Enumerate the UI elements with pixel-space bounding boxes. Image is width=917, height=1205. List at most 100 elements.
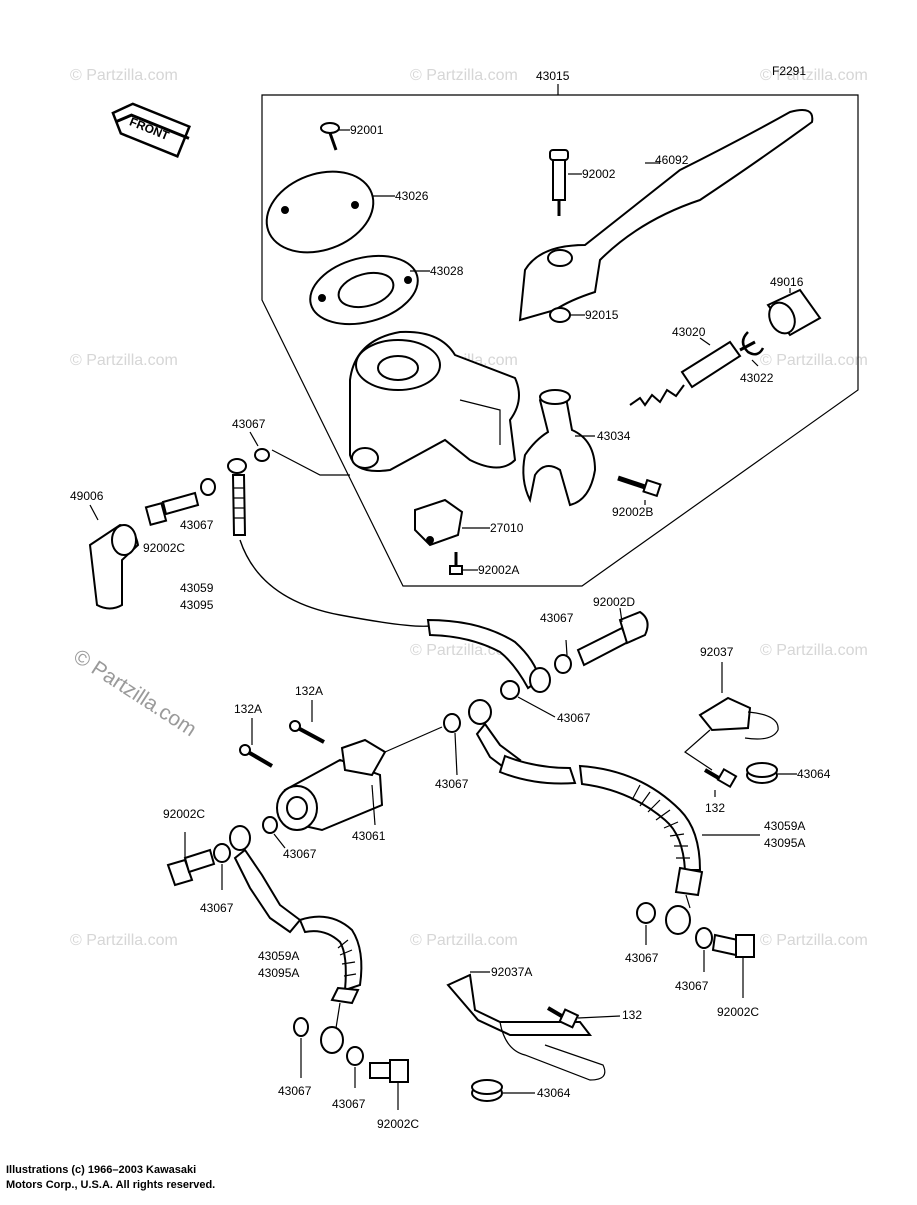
- label-49006: 49006: [70, 489, 104, 503]
- bolt-132-icon: [703, 767, 738, 789]
- label-43061: 43061: [352, 829, 386, 843]
- label-43067-cylinder: 43067: [283, 847, 317, 861]
- label-43059A-right: 43059A: [764, 819, 805, 833]
- watermark: © Partzilla.com: [410, 67, 518, 84]
- bleeder-cap-icon: [88, 523, 140, 610]
- label-92037: 92037: [700, 645, 734, 659]
- label-43067-left: 43067: [200, 901, 234, 915]
- label-43020: 43020: [672, 325, 706, 339]
- label-43095-top: 43095: [180, 598, 214, 612]
- washer-icon: [200, 478, 216, 496]
- copyright-line-2: Motors Corp., U.S.A. All rights reserved…: [6, 1179, 216, 1191]
- label-92001: 92001: [350, 123, 384, 137]
- hose-bracket-icon: [698, 696, 779, 740]
- banjo-bolt-icon: [369, 1059, 409, 1083]
- label-43067-top: 43067: [232, 417, 266, 431]
- label-43067-lower-center: 43067: [435, 777, 469, 791]
- label-92015: 92015: [585, 308, 619, 322]
- label-92037A: 92037A: [491, 965, 532, 979]
- washer-icon: [262, 816, 278, 834]
- label-43059A-left: 43059A: [258, 949, 299, 963]
- reservoir-cap-icon: [265, 170, 375, 254]
- pivot-bolt-icon: [549, 149, 569, 216]
- bolt-132-icon: [546, 1006, 580, 1029]
- label-43067-mid: 43067: [180, 518, 214, 532]
- front-arrow-icon: FRONT: [111, 102, 191, 158]
- washer-icon: [695, 927, 713, 949]
- label-92002D: 92002D: [593, 595, 635, 609]
- bleed-bolt-icon: [576, 610, 649, 667]
- label-49016: 49016: [770, 275, 804, 289]
- watermark: © Partzilla.com: [410, 932, 518, 949]
- brake-switch-icon: [414, 498, 464, 547]
- banjo-bolt-icon: [144, 491, 200, 526]
- label-43067-bottom-b: 43067: [332, 1097, 366, 1111]
- label-132-bottom: 132: [622, 1008, 642, 1022]
- watermark: © Partzilla.com: [70, 932, 178, 949]
- circlip-icon: [741, 331, 765, 356]
- label-43067-bottom-a: 43067: [278, 1084, 312, 1098]
- label-27010: 27010: [490, 521, 524, 535]
- label-43059-top: 43059: [180, 581, 214, 595]
- diaphragm-icon: [309, 254, 419, 326]
- figure-code: F2291: [772, 64, 806, 78]
- label-43067-hose: 43067: [540, 611, 574, 625]
- label-43067-lower-right-a: 43067: [625, 951, 659, 965]
- label-132A-upper: 132A: [295, 684, 323, 698]
- label-92002B: 92002B: [612, 505, 653, 519]
- copyright-footer: Illustrations (c) 1966–2003 Kawasaki Mot…: [6, 1163, 215, 1193]
- brake-hose-upper-icon: [426, 618, 551, 693]
- watermark: © Partzilla.com: [760, 642, 868, 659]
- screw-92001-icon: [320, 122, 340, 151]
- label-92002C-lower-right: 92002C: [717, 1005, 759, 1019]
- brake-hose-lower-icon: [498, 754, 704, 897]
- label-132-right: 132: [705, 801, 725, 815]
- label-92002: 92002: [582, 167, 616, 181]
- brake-hose-left-icon: [229, 825, 363, 1054]
- washer-icon: [254, 448, 270, 462]
- screw-132a-icon: [289, 720, 325, 744]
- screw-132a-icon: [239, 744, 274, 768]
- washer-icon: [346, 1046, 364, 1066]
- watermark: © Partzilla.com: [760, 352, 868, 369]
- banjo-bolt-icon: [711, 933, 755, 958]
- dust-boot-icon: [766, 288, 822, 337]
- watermark: © Partzilla.com: [760, 932, 868, 949]
- sub-cylinder-icon: [276, 738, 387, 832]
- label-43067-center: 43067: [557, 711, 591, 725]
- label-43022: 43022: [740, 371, 774, 385]
- washer-icon: [293, 1017, 309, 1037]
- label-43067-lower-right-b: 43067: [675, 979, 709, 993]
- label-92002A: 92002A: [478, 563, 519, 577]
- watermark: © Partzilla.com: [70, 352, 178, 369]
- washer-icon: [500, 680, 520, 700]
- label-92002C-left: 92002C: [163, 807, 205, 821]
- bolt-92002b-icon: [617, 475, 662, 498]
- label-43026: 43026: [395, 189, 429, 203]
- grommet-icon: [746, 762, 778, 784]
- label-43028: 43028: [430, 264, 464, 278]
- label-43015: 43015: [536, 69, 570, 83]
- watermark: © Partzilla.com: [70, 67, 178, 84]
- banjo-bolt-icon: [166, 848, 216, 887]
- watermarks: © Partzilla.com © Partzilla.com © Partzi…: [70, 67, 868, 949]
- master-cylinder-assembly-outline: [261, 94, 859, 587]
- screw-92002a-icon: [449, 552, 463, 575]
- copyright-line-1: Illustrations (c) 1966–2003 Kawasaki: [6, 1164, 197, 1176]
- hose-fitting-icon: [665, 894, 691, 935]
- label-132A-lower: 132A: [234, 702, 262, 716]
- washer-icon: [636, 902, 656, 924]
- hose-clamp-bracket-icon: [446, 973, 606, 1081]
- washer-icon: [443, 713, 461, 733]
- piston-assembly-icon: [629, 340, 756, 407]
- label-46092: 46092: [655, 153, 689, 167]
- label-43095A-right: 43095A: [764, 836, 805, 850]
- label-43064-right: 43064: [797, 767, 831, 781]
- master-cylinder-body-icon: [349, 330, 520, 472]
- label-43034: 43034: [597, 429, 631, 443]
- washer-icon: [213, 843, 231, 863]
- label-92002C-bottom: 92002C: [377, 1117, 419, 1131]
- label-43095A-left: 43095A: [258, 966, 299, 980]
